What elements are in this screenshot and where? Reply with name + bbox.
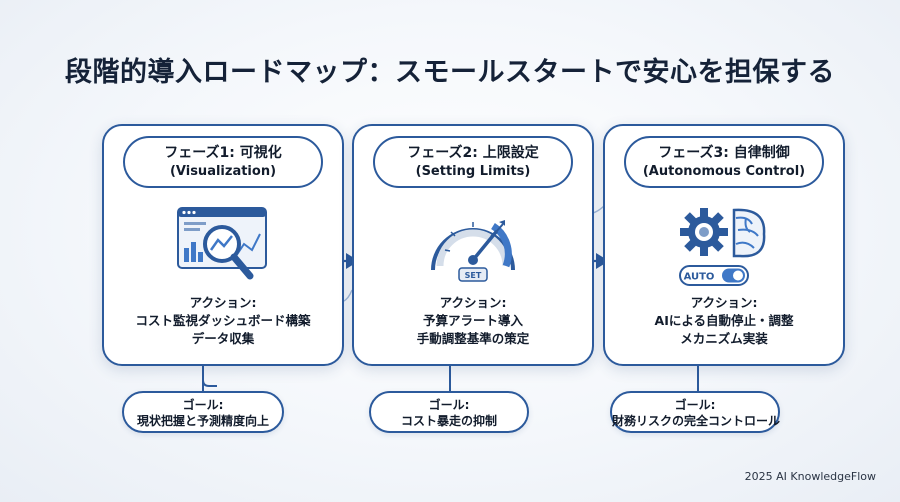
phase-3-action-line-1: AIによる自動停止・調整 bbox=[654, 313, 794, 328]
gear-brain-icon: AUTO bbox=[674, 204, 774, 292]
phase-1-action: アクション: コスト監視ダッシュボード構築 データ収集 bbox=[104, 294, 342, 348]
gauge-icon: SET bbox=[423, 204, 523, 290]
gauge-set-label: SET bbox=[465, 271, 482, 280]
footer-credit: 2025 AI KnowledgeFlow bbox=[744, 470, 876, 483]
phase-1-english: (Visualization) bbox=[169, 164, 277, 179]
phase-1-goal: ゴール: 現状把握と予測精度向上 bbox=[122, 391, 284, 433]
auto-toggle-label: AUTO bbox=[684, 272, 715, 283]
phase-2-action-line-1: 予算アラート導入 bbox=[422, 313, 523, 328]
phase-2-goal-label: ゴール: bbox=[428, 398, 470, 412]
phase-1-action-line-1: コスト監視ダッシュボード構築 bbox=[135, 313, 311, 328]
arrow-head-2 bbox=[596, 253, 609, 269]
stem-1 bbox=[202, 366, 217, 387]
phase-3-action: アクション: AIによる自動停止・調整 メカニズム実装 bbox=[605, 294, 843, 348]
phase-3-goal: ゴール: 財務リスクの完全コントロール bbox=[610, 391, 780, 433]
phase-2-english: (Setting Limits) bbox=[415, 164, 531, 179]
phase-2-heading: フェーズ2: 上限設定 bbox=[407, 145, 539, 161]
phase-card-3: フェーズ3: 自律制御 (Autonomous Control) bbox=[603, 124, 845, 366]
phase-1-heading: フェーズ1: 可視化 bbox=[164, 145, 282, 161]
phase-3-action-line-2: メカニズム実装 bbox=[680, 331, 768, 346]
phase-1-action-line-2: データ収集 bbox=[191, 331, 255, 346]
phase-3-goal-label: ゴール: bbox=[674, 398, 716, 412]
phase-1-action-label: アクション: bbox=[189, 295, 257, 310]
phase-card-1: フェーズ1: 可視化 (Visualization) アクション: コスト監視ダ… bbox=[102, 124, 344, 366]
phase-2-action-label: アクション: bbox=[439, 295, 507, 310]
phase-1-header: フェーズ1: 可視化 (Visualization) bbox=[123, 136, 323, 188]
phase-1-goal-label: ゴール: bbox=[182, 398, 224, 412]
phase-1-goal-text: 現状把握と予測精度向上 bbox=[136, 414, 269, 428]
phase-3-english: (Autonomous Control) bbox=[642, 164, 806, 179]
phase-3-action-label: アクション: bbox=[690, 295, 758, 310]
phase-card-2: フェーズ2: 上限設定 (Setting Limits) SET アクション: … bbox=[352, 124, 594, 366]
phase-2-goal: ゴール: コスト暴走の抑制 bbox=[369, 391, 529, 433]
dashboard-magnifier-icon bbox=[174, 204, 272, 292]
phase-3-heading: フェーズ3: 自律制御 bbox=[658, 145, 790, 161]
phase-3-header: フェーズ3: 自律制御 (Autonomous Control) bbox=[624, 136, 824, 188]
phase-2-goal-text: コスト暴走の抑制 bbox=[400, 414, 497, 428]
phase-2-action-line-2: 手動調整基準の策定 bbox=[416, 331, 530, 346]
page-title: 段階的導入ロードマップ：スモールスタートで安心を担保する bbox=[65, 57, 835, 88]
phase-3-goal-text: 財務リスクの完全コントロール bbox=[612, 414, 781, 428]
phase-2-action: アクション: 予算アラート導入 手動調整基準の策定 bbox=[354, 294, 592, 348]
phase-2-header: フェーズ2: 上限設定 (Setting Limits) bbox=[373, 136, 573, 188]
